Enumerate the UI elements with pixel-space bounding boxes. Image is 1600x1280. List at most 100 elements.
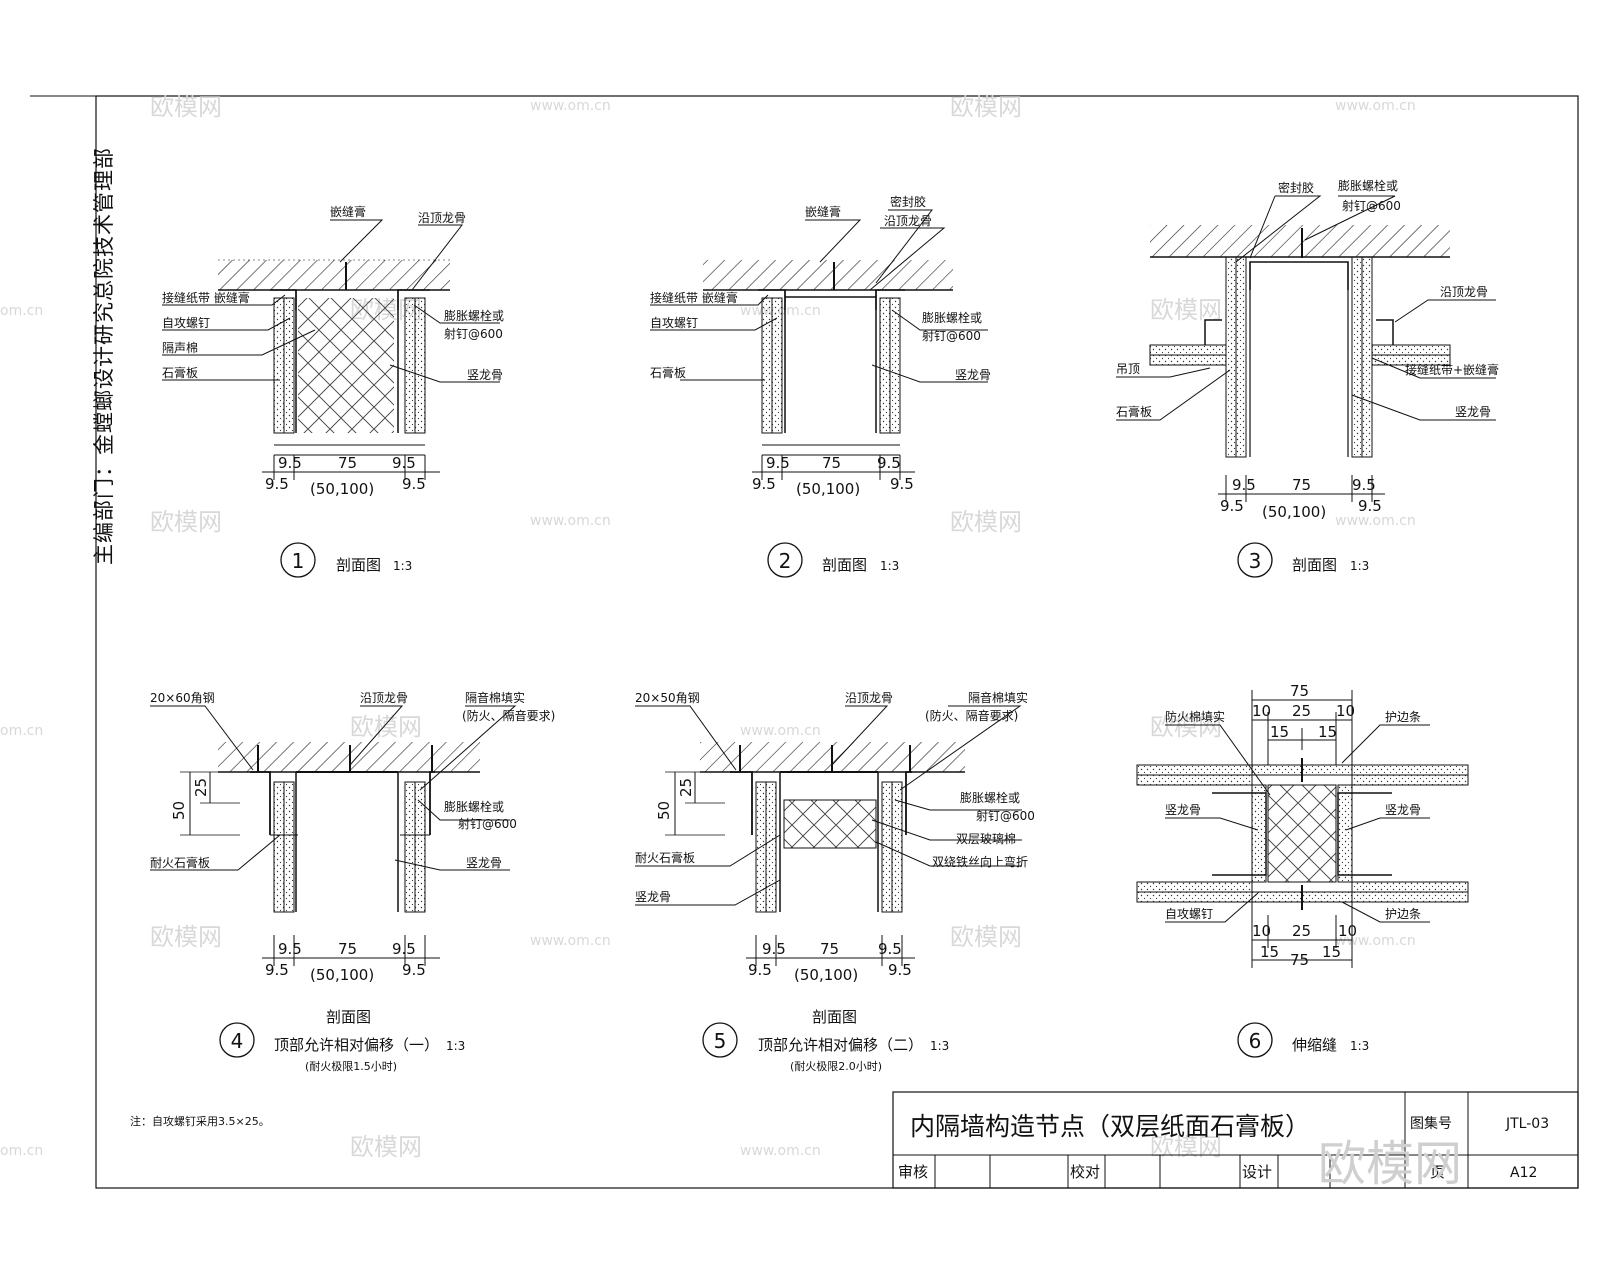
svg-text:(防火、隔音要求): (防火、隔音要求) <box>925 708 1018 723</box>
svg-text:自攻螺钉: 自攻螺钉 <box>162 316 210 330</box>
svg-text:(50,100): (50,100) <box>796 480 860 498</box>
svg-text:9.5: 9.5 <box>265 961 289 979</box>
svg-text:15: 15 <box>1318 723 1337 741</box>
svg-text:密封胶: 密封胶 <box>890 194 926 209</box>
svg-text:膨胀螺栓或: 膨胀螺栓或 <box>444 308 504 323</box>
detail-2: 嵌缝膏 密封胶 沿顶龙骨 接缝纸带 嵌缝膏 自攻螺钉 膨胀螺栓或 射钉@600 … <box>650 194 991 578</box>
svg-text:9.5: 9.5 <box>766 454 790 472</box>
svg-text:耐火石膏板: 耐火石膏板 <box>635 850 695 865</box>
svg-text:射钉@600: 射钉@600 <box>458 816 517 831</box>
svg-text:9.5: 9.5 <box>890 475 914 493</box>
svg-text:剖面图: 剖面图 <box>812 1008 857 1026</box>
svg-text:9.5: 9.5 <box>1232 476 1256 494</box>
svg-text:75: 75 <box>1290 951 1309 969</box>
svg-text:9.5: 9.5 <box>888 961 912 979</box>
svg-text:膨胀螺栓或: 膨胀螺栓或 <box>960 790 1020 805</box>
svg-text:25: 25 <box>677 778 695 797</box>
svg-text:审核: 审核 <box>898 1163 928 1181</box>
svg-text:1:3: 1:3 <box>1350 1039 1369 1053</box>
svg-text:75: 75 <box>820 940 839 958</box>
svg-text:50: 50 <box>655 801 673 820</box>
svg-text:嵌缝膏: 嵌缝膏 <box>330 204 366 219</box>
svg-text:欧模网: 欧模网 <box>350 713 422 741</box>
svg-text:9.5: 9.5 <box>265 475 289 493</box>
sheet-border <box>95 95 1579 1189</box>
detail-5: 50 25 20×50角钢 沿顶龙骨 隔音棉填实 (防火、隔音要求) 膨胀螺栓或… <box>635 690 1035 1073</box>
svg-text:射钉@600: 射钉@600 <box>1342 198 1401 213</box>
svg-text:10: 10 <box>1252 702 1271 720</box>
svg-text:竖龙骨: 竖龙骨 <box>1165 803 1201 817</box>
svg-text:欧模网: 欧模网 <box>950 508 1022 536</box>
svg-text:9.5: 9.5 <box>392 940 416 958</box>
page-number: A12 <box>1510 1165 1537 1181</box>
svg-text:石膏板: 石膏板 <box>1116 404 1152 419</box>
svg-text:(耐火极限2.0小时): (耐火极限2.0小时) <box>790 1059 882 1073</box>
svg-text:www.om.cn: www.om.cn <box>740 723 821 739</box>
svg-text:膨胀螺栓或: 膨胀螺栓或 <box>444 799 504 814</box>
svg-text:9.5: 9.5 <box>877 454 901 472</box>
svg-text:25: 25 <box>1292 702 1311 720</box>
svg-text:75: 75 <box>338 940 357 958</box>
svg-text:20×50角钢: 20×50角钢 <box>635 691 700 705</box>
svg-text:9.5: 9.5 <box>1358 497 1382 515</box>
svg-text:欧模网: 欧模网 <box>1150 1133 1222 1161</box>
svg-text:自攻螺钉: 自攻螺钉 <box>1165 907 1213 921</box>
svg-text:1:3: 1:3 <box>446 1039 465 1053</box>
svg-text:(防火、隔音要求): (防火、隔音要求) <box>462 708 555 723</box>
svg-text:75: 75 <box>1292 476 1311 494</box>
svg-text:剖面图: 剖面图 <box>336 556 381 574</box>
svg-text:2: 2 <box>779 549 792 573</box>
svg-text:竖龙骨: 竖龙骨 <box>467 368 503 382</box>
svg-text:9.5: 9.5 <box>402 475 426 493</box>
svg-text:www.om.cn: www.om.cn <box>530 98 611 114</box>
svg-text:(50,100): (50,100) <box>310 480 374 498</box>
svg-text:防火棉填实: 防火棉填实 <box>1165 709 1225 724</box>
svg-text:双层玻璃棉: 双层玻璃棉 <box>956 832 1016 846</box>
svg-text:隔声棉: 隔声棉 <box>162 341 198 355</box>
svg-text:1:3: 1:3 <box>393 559 412 573</box>
svg-text:顶部允许相对偏移（二）: 顶部允许相对偏移（二） <box>758 1036 923 1054</box>
svg-text:欧模网: 欧模网 <box>950 93 1022 121</box>
svg-text:欧模网: 欧模网 <box>350 1133 422 1161</box>
svg-text:25: 25 <box>1292 922 1311 940</box>
svg-text:9.5: 9.5 <box>1220 497 1244 515</box>
svg-text:石膏板: 石膏板 <box>162 365 198 380</box>
svg-text:15: 15 <box>1270 723 1289 741</box>
svg-text:om.cn: om.cn <box>0 1143 43 1159</box>
detail-6: 75 10 25 10 15 15 10 25 10 15 75 15 防火棉填… <box>1136 682 1469 1058</box>
svg-text:欧模网: 欧模网 <box>150 508 222 536</box>
svg-text:射钉@600: 射钉@600 <box>976 808 1035 823</box>
title-block: 内隔墙构造节点（双层纸面石膏板） 图集号 JTL-03 审核 校对 设计 页 A… <box>892 1091 1579 1192</box>
svg-text:om.cn: om.cn <box>0 723 43 739</box>
svg-text:欧模网: 欧模网 <box>150 93 222 121</box>
detail-1-number: 1 <box>292 549 305 573</box>
svg-text:www.om.cn: www.om.cn <box>1335 513 1416 529</box>
svg-text:欧模网: 欧模网 <box>950 923 1022 951</box>
svg-text:耐火石膏板: 耐火石膏板 <box>150 855 210 870</box>
svg-text:15: 15 <box>1322 943 1341 961</box>
svg-text:9.5: 9.5 <box>1352 476 1376 494</box>
svg-text:10: 10 <box>1252 922 1271 940</box>
atlas-number: JTL-03 <box>1505 1116 1549 1132</box>
svg-text:om.cn: om.cn <box>0 303 43 319</box>
svg-text:20×60角钢: 20×60角钢 <box>150 691 215 705</box>
svg-text:沿顶龙骨: 沿顶龙骨 <box>360 691 408 705</box>
svg-text:www.om.cn: www.om.cn <box>740 1143 821 1159</box>
detail-3: 密封胶 膨胀螺栓或 射钉@600 沿顶龙骨 吊顶 石膏板 接缝纸带+嵌缝膏 竖龙… <box>1116 178 1499 578</box>
svg-text:接缝纸带 嵌缝膏: 接缝纸带 嵌缝膏 <box>162 290 250 305</box>
svg-text:10: 10 <box>1336 702 1355 720</box>
svg-text:护边条: 护边条 <box>1385 907 1421 921</box>
svg-text:50: 50 <box>170 801 188 820</box>
svg-text:剖面图: 剖面图 <box>326 1008 371 1026</box>
svg-text:www.om.cn: www.om.cn <box>530 933 611 949</box>
svg-text:www.om.cn: www.om.cn <box>530 513 611 529</box>
svg-text:石膏板: 石膏板 <box>650 365 686 380</box>
svg-text:欧模网: 欧模网 <box>1318 1136 1462 1192</box>
svg-text:竖龙骨: 竖龙骨 <box>1455 405 1491 419</box>
svg-text:接缝纸带 嵌缝膏: 接缝纸带 嵌缝膏 <box>650 290 738 305</box>
drawing-title: 内隔墙构造节点（双层纸面石膏板） <box>910 1112 1310 1141</box>
svg-text:密封胶: 密封胶 <box>1278 180 1314 195</box>
svg-text:25: 25 <box>192 778 210 797</box>
svg-text:6: 6 <box>1249 1029 1262 1053</box>
